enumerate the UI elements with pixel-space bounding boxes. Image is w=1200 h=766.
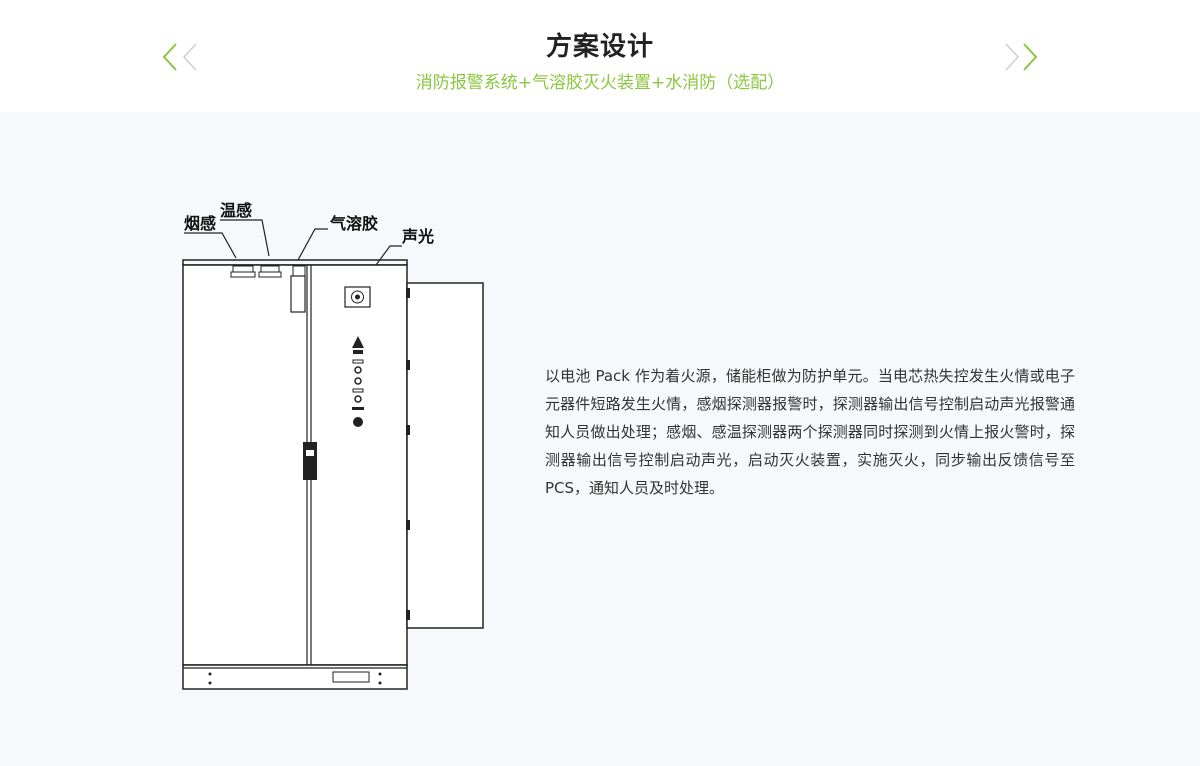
cabinet-diagram: 烟感 温感 气溶胶 声光 bbox=[182, 201, 484, 690]
side-unit bbox=[406, 282, 484, 629]
page-subtitle: 消防报警系统+气溶胶灭火装置+水消防（选配） bbox=[415, 73, 785, 93]
temperature-detector bbox=[258, 265, 282, 278]
label-aerosol: 气溶胶 bbox=[329, 214, 378, 233]
sound-light-alarm bbox=[344, 286, 371, 308]
indicator-panel bbox=[352, 336, 364, 427]
cabinet-base bbox=[182, 664, 408, 690]
aerosol-unit bbox=[290, 265, 306, 313]
next-button[interactable] bbox=[998, 42, 1042, 72]
door-handle bbox=[303, 442, 317, 480]
content-area: 烟感 温感 气溶胶 声光 bbox=[0, 112, 1200, 766]
double-chevron-right-icon bbox=[1005, 43, 1038, 71]
page-title: 方案设计 bbox=[545, 32, 654, 62]
smoke-detector bbox=[230, 265, 256, 278]
description-text: 以电池 Pack 作为着火源，储能柜做为防护单元。当电芯热失控发生火情或电子元器… bbox=[545, 367, 1075, 497]
header: 方案设计 消防报警系统+气溶胶灭火装置+水消防（选配） bbox=[0, 0, 1200, 112]
label-temperature: 温感 bbox=[219, 201, 252, 220]
label-sound-light: 声光 bbox=[401, 227, 434, 246]
prev-button[interactable] bbox=[160, 42, 204, 72]
double-chevron-left-icon bbox=[162, 43, 197, 71]
label-smoke: 烟感 bbox=[184, 214, 216, 233]
